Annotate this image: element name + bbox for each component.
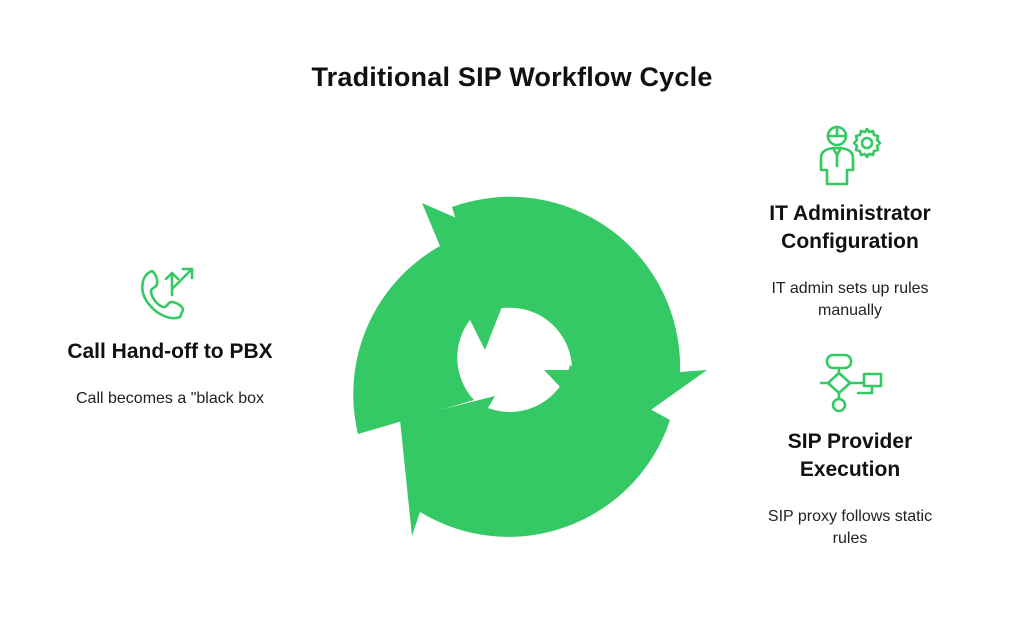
step-heading: Call Hand-off to PBX [67,340,273,363]
step-heading-line1: SIP Provider [787,430,913,453]
step-description-line2: rules [832,530,868,547]
step-description: Call becomes a "black box [76,390,264,407]
flowchart-icon [820,353,883,413]
step-heading-line2: Configuration [781,230,919,253]
step-heading-line2: Execution [799,458,901,481]
step-it-admin: IT Administrator Configuration IT admin … [738,200,962,322]
admin-gear-icon [819,125,882,186]
cycle-arrow-bottom [400,365,670,537]
step-description-line1: IT admin sets up rules [771,280,929,297]
step-description-line2: manually [817,302,883,319]
step-description-line1: SIP proxy follows static [767,508,933,525]
cycle-arrows [353,196,707,537]
diagram-title: Traditional SIP Workflow Cycle [311,62,713,92]
step-heading-line1: IT Administrator [769,202,931,225]
step-sip-provider: SIP Provider Execution SIP proxy follows… [738,428,962,550]
step-call-handoff: Call Hand-off to PBX Call becomes a "bla… [40,338,300,410]
cycle-arrow-right [452,196,707,439]
phone-redirect-icon [141,267,194,320]
